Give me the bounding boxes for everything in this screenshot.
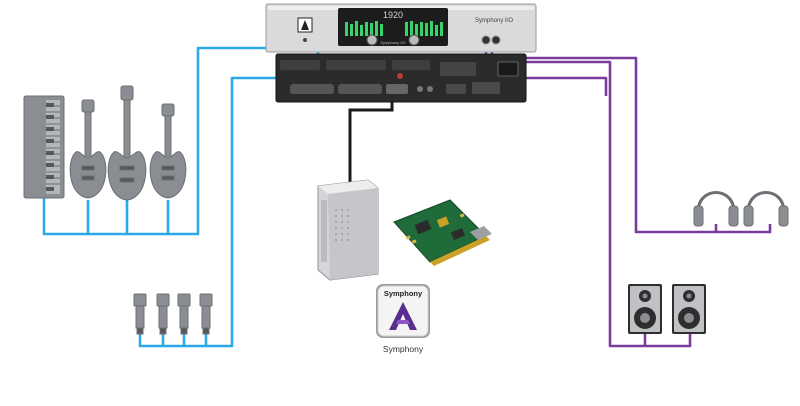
microphone-icon xyxy=(156,293,170,335)
symphony-app-icon: Symphony xyxy=(376,284,430,338)
front-knob-right xyxy=(408,34,420,46)
microphone-icon xyxy=(133,293,147,335)
symphony-io-rear xyxy=(275,53,527,103)
microphone-icon xyxy=(177,293,191,335)
headphone-jack-2 xyxy=(491,35,501,45)
studio-monitor-icon xyxy=(628,284,662,334)
front-display-readout: 1920 xyxy=(383,10,403,20)
headphone-jack-1 xyxy=(481,35,491,45)
symphony-io-front: 1920 Symphony I/O Symphony I/O xyxy=(265,3,537,53)
computer-tower-icon xyxy=(317,179,379,281)
digilink-cable xyxy=(348,92,394,186)
studio-monitor-icon xyxy=(672,284,706,334)
electric-guitar-icon xyxy=(69,99,107,199)
front-knob-left xyxy=(366,34,378,46)
pcie-card-icon xyxy=(393,199,492,266)
headphones-cable xyxy=(484,48,772,234)
bass-guitar-icon xyxy=(107,85,147,201)
microphone-icon xyxy=(199,293,213,335)
front-model-label: Symphony I/O xyxy=(475,18,513,24)
keyboard-icon xyxy=(23,95,65,199)
electric-guitar-icon xyxy=(149,103,187,199)
headphones-icon xyxy=(746,191,786,213)
software-caption: Symphony xyxy=(383,344,424,354)
headphones-icon-cups xyxy=(743,205,789,227)
level-meters xyxy=(345,21,443,36)
app-icon-title: Symphony xyxy=(384,289,423,298)
front-small-label: Symphony I/O xyxy=(380,40,405,45)
headphones-icon xyxy=(696,191,736,213)
headphones-icon-cups xyxy=(693,205,739,227)
